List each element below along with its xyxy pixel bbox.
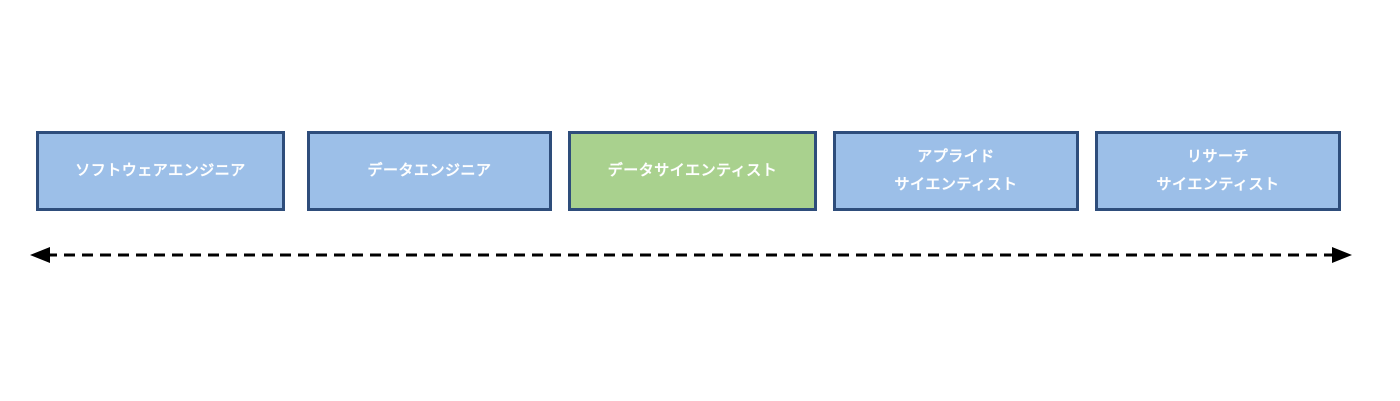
role-box-label: リサーチ サイエンティスト <box>1156 148 1280 193</box>
role-box-data-scientist[interactable]: データサイエンティスト <box>568 131 817 211</box>
role-box-software-engineer[interactable]: ソフトウェアエンジニア <box>36 131 285 211</box>
axis-right-arrowhead-icon <box>1332 247 1352 263</box>
role-box-label: アプライド サイエンティスト <box>894 148 1018 193</box>
role-box-label: ソフトウェアエンジニア <box>75 162 246 179</box>
role-box-applied-scientist[interactable]: アプライド サイエンティスト <box>833 131 1079 211</box>
role-box-data-engineer[interactable]: データエンジニア <box>307 131 552 211</box>
role-box-label: データサイエンティスト <box>607 162 778 179</box>
role-box-research-scientist[interactable]: リサーチ サイエンティスト <box>1095 131 1341 211</box>
axis-left-arrowhead-icon <box>30 247 50 263</box>
spectrum-axis <box>30 247 1352 263</box>
role-box-label: データエンジニア <box>367 162 492 179</box>
